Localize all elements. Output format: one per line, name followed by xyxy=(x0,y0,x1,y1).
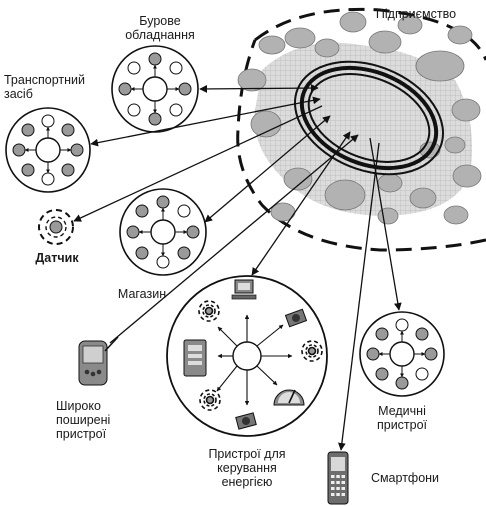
label-widespread: Широко поширені пристрої xyxy=(56,399,136,441)
label-drilling: Бурове обладнання xyxy=(110,14,210,42)
label-sensor: Датчик xyxy=(22,251,92,265)
node-drilling xyxy=(112,46,198,132)
node-medical xyxy=(360,312,444,396)
node-store xyxy=(120,189,206,275)
label-enterprise: Підприємство xyxy=(366,7,466,21)
node-energy xyxy=(167,276,327,436)
label-medical: Медичні пристрої xyxy=(362,404,442,432)
meter-icon xyxy=(184,340,206,376)
sensor-icon xyxy=(39,210,73,244)
phone-icon xyxy=(328,452,348,504)
label-smartphones: Смартфони xyxy=(360,471,450,485)
node-vehicle xyxy=(6,108,90,192)
pda-icon xyxy=(79,337,118,385)
label-energy: Пристрої для керування енергією xyxy=(192,447,302,489)
label-store: Магазин xyxy=(102,287,182,301)
computer-icon xyxy=(232,280,256,299)
enterprise-cloud xyxy=(238,9,486,250)
label-vehicle: Транспортний засіб xyxy=(4,73,104,101)
